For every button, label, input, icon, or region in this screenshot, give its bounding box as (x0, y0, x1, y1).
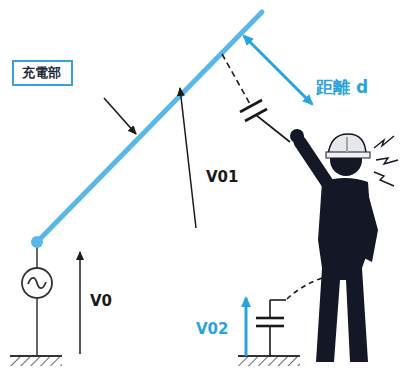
ac-source-symbol (22, 268, 52, 298)
charged-conductor (37, 12, 262, 242)
voltage-arrow (79, 252, 81, 354)
ac-wave (28, 278, 46, 288)
voltage-label: V0 (90, 292, 112, 310)
label-box: 充電部 (12, 60, 73, 86)
conductor-end (31, 236, 43, 248)
leader-arrow (104, 98, 136, 134)
stray-capacitance-line (286, 278, 322, 300)
capacitor-symbol (240, 100, 267, 121)
worker-figure (290, 129, 378, 362)
wire (256, 115, 290, 142)
voltage-arrow (245, 298, 248, 356)
box-text: 充電部 (22, 64, 63, 82)
wire (270, 299, 286, 301)
shock-spark (374, 136, 398, 186)
distance-label: 距離 d (316, 76, 368, 99)
ground-symbol (10, 356, 300, 366)
wire (269, 300, 271, 318)
wire (269, 326, 271, 356)
distance-arrow (244, 36, 312, 104)
voltage-label: V02 (196, 320, 228, 338)
wire (36, 298, 38, 356)
voltage-label: V01 (206, 168, 238, 186)
stray-capacitance-line (222, 54, 250, 104)
voltage-arrow (180, 88, 196, 228)
capacitor-symbol (256, 318, 284, 326)
